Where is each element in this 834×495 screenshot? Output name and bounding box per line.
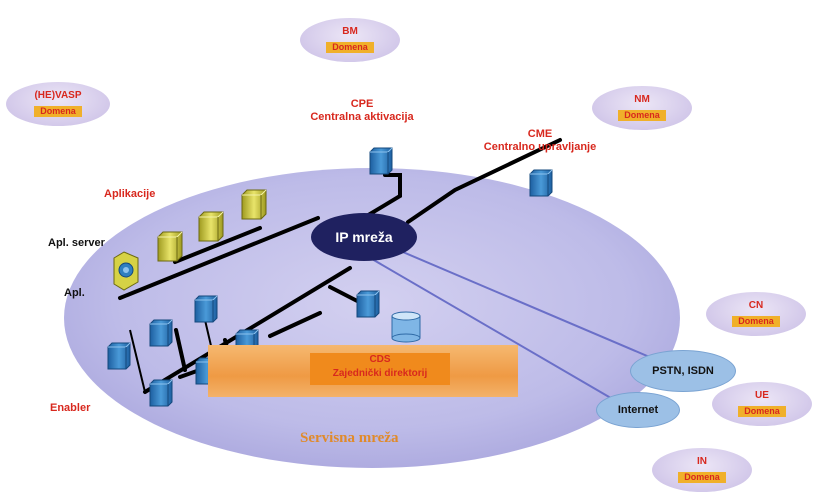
cme-subtitle: Centralno upravljanje	[483, 140, 597, 153]
link-to-pstn	[369, 237, 681, 371]
enabler-label: Enabler	[50, 402, 91, 414]
ip-network-node: IP mreža	[311, 213, 417, 261]
domain-bm: BM Domena	[300, 18, 400, 62]
applications-label: Aplikacije	[104, 188, 156, 200]
domain-cn: CN Domena	[706, 292, 806, 336]
application-icon	[157, 231, 183, 262]
server-icon	[149, 379, 173, 407]
domain-ue: UE Domena	[712, 382, 812, 426]
domain-hevasp-label: Domena	[34, 106, 82, 117]
pstn-isdn-node: PSTN, ISDN	[630, 350, 736, 392]
server-icon	[356, 290, 380, 318]
domain-bm-label: Domena	[326, 42, 374, 53]
link-to-internet	[359, 251, 629, 409]
cds-label-box: CDS Zajednički direktorij	[310, 353, 450, 385]
cds-subtitle: Zajednički direktorij	[332, 368, 428, 379]
server-icon	[107, 342, 131, 370]
domain-nm-label: Domena	[618, 110, 666, 121]
domain-cn-name: CN	[748, 300, 764, 311]
domain-nm-name: NM	[634, 94, 650, 105]
domain-in: IN Domena	[652, 448, 752, 492]
cpe-subtitle: Centralna aktivacija	[310, 110, 414, 123]
domain-hevasp: (HE)VASP Domena	[6, 82, 110, 126]
cme-label: CME Centralno upravljanje	[484, 128, 596, 153]
app-server-label: Apl. server	[48, 237, 105, 249]
domain-ue-label: Domena	[738, 406, 786, 417]
server-icon	[194, 295, 218, 323]
cpe-title: CPE	[350, 98, 374, 110]
cme-title: CME	[527, 128, 553, 140]
domain-cn-label: Domena	[732, 316, 780, 327]
application-icon	[241, 189, 267, 220]
application-icon	[198, 211, 224, 242]
server-icon	[369, 147, 393, 175]
domain-in-name: IN	[697, 456, 707, 467]
cds-title: CDS	[369, 354, 391, 365]
domain-ue-name: UE	[755, 390, 769, 401]
domain-in-label: Domena	[678, 472, 726, 483]
server-icon	[149, 319, 173, 347]
app-label: Apl.	[64, 287, 85, 299]
domain-hevasp-name: (HE)VASP	[34, 90, 82, 101]
database-icon	[391, 311, 421, 343]
domain-bm-name: BM	[342, 26, 358, 37]
service-network-label: Servisna mreža	[300, 430, 399, 446]
app-server-icon	[113, 251, 139, 291]
domain-nm: NM Domena	[592, 86, 692, 130]
cpe-label: CPE Centralna aktivacija	[310, 98, 413, 123]
internet-node: Internet	[596, 392, 680, 428]
server-icon	[529, 169, 553, 197]
